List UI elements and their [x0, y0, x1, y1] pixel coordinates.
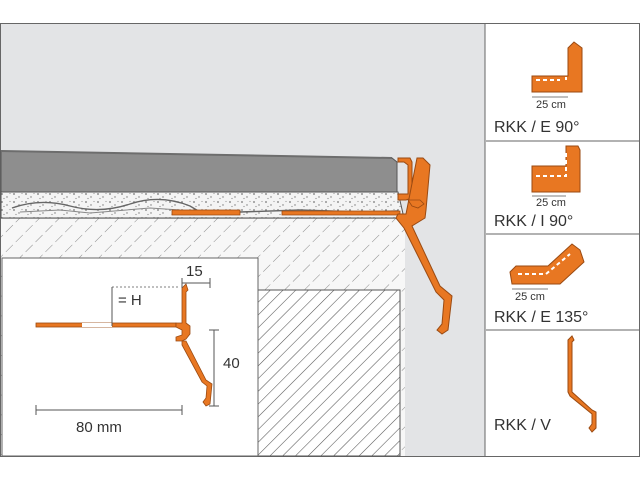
variant-name: RKK / E 90° [494, 119, 580, 136]
sealing-layer [11, 198, 399, 213]
variant-length: 25 cm [515, 291, 545, 303]
dim-label-width: 80 mm [76, 419, 122, 436]
variant-length: 25 cm [536, 99, 566, 111]
drainage-mat [171, 209, 241, 216]
variant-e90: 25 cm RKK / E 90° [494, 41, 583, 136]
variant-e135: 25 cm RKK / E 135° [494, 243, 588, 326]
variant-name: RKK / E 135° [494, 309, 588, 326]
profile-detail-drawing: = H 15 40 80 mm [35, 263, 240, 436]
dim-label-vertical: 40 [223, 355, 240, 372]
variant-length: 25 cm [536, 197, 566, 209]
detail-profile [175, 283, 191, 342]
detail-panel [1, 257, 259, 457]
dim-label-top: 15 [186, 263, 203, 280]
variant-i90: 25 cm RKK / I 90° [494, 145, 581, 230]
variant-name: RKK / V [494, 417, 551, 434]
edge-profile-installed [397, 157, 413, 201]
variants-column: 25 cm RKK / E 90° 25 cm RKK / I 90° 25 c… [484, 24, 639, 456]
main-section [0, 23, 640, 457]
dim-label-height: = H [118, 292, 142, 309]
variant-name: RKK / I 90° [494, 213, 573, 230]
variant-v: RKK / V [494, 335, 597, 434]
profile-v-icon [567, 335, 597, 433]
